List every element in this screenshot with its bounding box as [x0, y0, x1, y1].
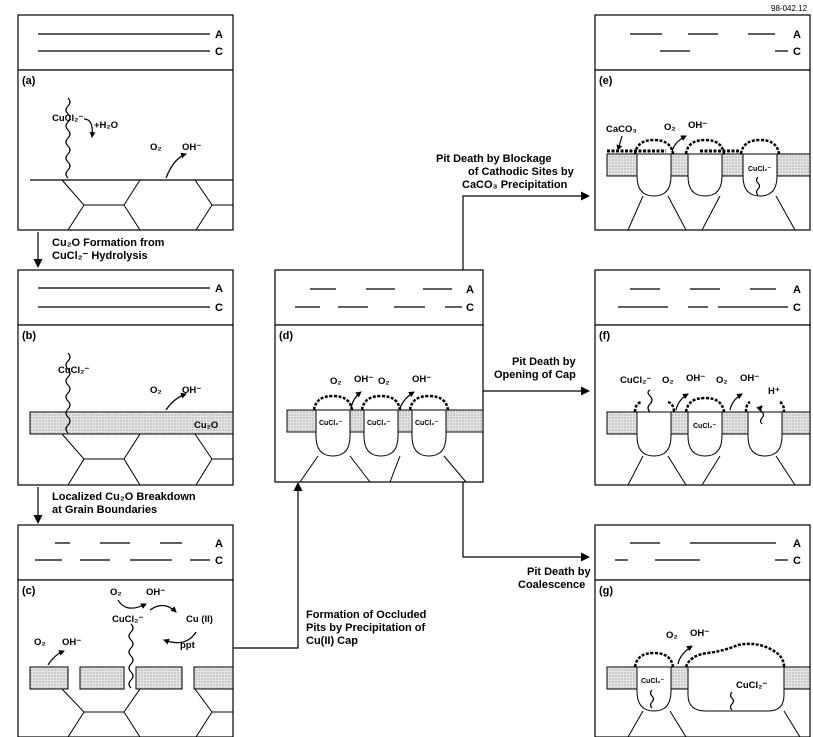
species-cucl2-b: CuCl₂⁻	[58, 365, 89, 376]
panel-b: A C (b) CuCl₂⁻ O₂ OH⁻ Cu₂O	[18, 270, 233, 485]
species-oh-e: OH⁻	[688, 120, 707, 131]
panel-e: A C (e) CuCl₂⁻ CaCO₃ O₂ OH⁻	[595, 15, 810, 230]
transition-df-line1: Pit Death by	[512, 356, 576, 368]
species-o2-e: O₂	[664, 122, 676, 133]
anode-label: A	[215, 538, 223, 550]
species-oh-g: OH⁻	[690, 628, 709, 639]
panel-label-b: (b)	[22, 330, 36, 342]
transition-de-line3: CaCO₃ Precipitation	[462, 179, 568, 191]
cathode-label: C	[215, 46, 223, 58]
pit-species-d3: CuCl₂⁻	[415, 420, 438, 427]
species-cucl2-f: CuCl₂⁻	[620, 375, 651, 386]
species-oh-d1: OH⁻	[354, 374, 373, 385]
panel-c: A C (c) O₂ OH⁻ O₂ OH⁻ CuCl₂⁻ Cu (II) ppt	[18, 525, 233, 737]
arrow-d-to-e	[463, 196, 588, 270]
species-ppt-c: ppt	[180, 640, 196, 651]
panel-d: A C (d) CuCl₂⁻ CuCl₂⁻ CuCl₂⁻ O₂ OH⁻ O₂ O…	[275, 270, 483, 482]
species-o2-d1: O₂	[330, 376, 342, 387]
pit-species-e: CuCl₂⁻	[748, 166, 771, 173]
species-cu2o-b: Cu₂O	[194, 420, 218, 431]
transition-cd-line3: Cu(II) Cap	[306, 635, 358, 647]
species-o2-f1: O₂	[662, 375, 674, 386]
species-h2o-a: +H₂O	[94, 120, 118, 131]
cathode-label: C	[793, 555, 801, 567]
panel-label-a: (a)	[22, 75, 36, 87]
species-oh-c2: OH⁻	[146, 587, 165, 598]
pit-species-g1: CuCl₂⁻	[641, 678, 664, 685]
anode-label: A	[215, 283, 223, 295]
species-cu2-c: Cu (II)	[186, 614, 213, 625]
anode-label: A	[466, 284, 474, 296]
species-oh-a: OH⁻	[182, 142, 201, 153]
species-o2-a: O₂	[150, 142, 162, 153]
transition-df-line2: Opening of Cap	[494, 369, 576, 381]
transition-dg-line2: Coalescence	[518, 579, 585, 591]
transition-bc-line2: at Grain Boundaries	[52, 504, 157, 516]
cathode-label: C	[215, 555, 223, 567]
species-oh-d2: OH⁻	[412, 374, 431, 385]
species-h-f: H⁺	[768, 386, 780, 397]
species-cucl2-a: CuCl₂⁻	[52, 113, 83, 124]
panel-label-c: (c)	[22, 585, 36, 597]
transition-dg-line1: Pit Death by	[527, 566, 591, 578]
species-caco3-e: CaCO₃	[606, 124, 637, 135]
species-o2-f2: O₂	[716, 375, 728, 386]
arrow-d-to-g	[463, 482, 588, 557]
species-cucl2-c: CuCl₂⁻	[112, 614, 143, 625]
species-o2-c2: O₂	[110, 587, 122, 598]
anode-label: A	[793, 284, 801, 296]
arrow-c-to-d	[233, 484, 298, 648]
transition-bc-line1: Localized Cu₂O Breakdown	[52, 491, 196, 503]
anode-label: A	[793, 29, 801, 41]
cathode-label: C	[793, 302, 801, 314]
cathode-label: C	[793, 46, 801, 58]
transition-de-line2: of Cathodic Sites by	[468, 166, 575, 178]
species-oh-f1: OH⁻	[686, 373, 705, 384]
anode-label: A	[793, 538, 801, 550]
pit-species-f: CuCl₂⁻	[693, 423, 716, 430]
transition-ab-line1: Cu₂O Formation from	[52, 237, 165, 249]
panel-a: A C (a) CuCl₂⁻ +H₂O O₂ OH⁻	[18, 15, 233, 230]
pit-species-d1: CuCl₂⁻	[319, 420, 342, 427]
panel-label-e: (e)	[599, 75, 613, 87]
pit-species-d2: CuCl₂⁻	[367, 420, 390, 427]
cathode-label: C	[215, 302, 223, 314]
panel-label-d: (d)	[279, 330, 293, 342]
species-o2-b: O₂	[150, 385, 162, 396]
panel-label-g: (g)	[599, 585, 613, 597]
anode-label: A	[215, 29, 223, 41]
species-oh-f2: OH⁻	[740, 373, 759, 384]
species-o2-g: O₂	[666, 630, 678, 641]
pit-species-g2: CuCl₂⁻	[736, 680, 767, 691]
panel-f: A C (f) CuCl₂⁻ CuCl₂⁻ O₂ OH⁻ O₂ OH⁻ H⁺	[595, 270, 810, 485]
transition-de-line1: Pit Death by Blockage	[436, 153, 552, 165]
transition-ab-line2: CuCl₂⁻ Hydrolysis	[52, 250, 148, 262]
species-o2-d2: O₂	[378, 376, 390, 387]
panel-g: A C (g) CuCl₂⁻ CuCl₂⁻ O₂ OH⁻	[595, 525, 810, 737]
transition-cd-line2: Pits by Precipitation of	[306, 622, 426, 634]
transition-cd-line1: Formation of Occluded	[306, 609, 426, 621]
species-o2-c1: O₂	[34, 637, 46, 648]
panel-label-f: (f)	[599, 330, 610, 342]
species-oh-c1: OH⁻	[62, 637, 81, 648]
figure-id: 98-042.12	[771, 4, 808, 13]
cathode-label: C	[466, 302, 474, 314]
